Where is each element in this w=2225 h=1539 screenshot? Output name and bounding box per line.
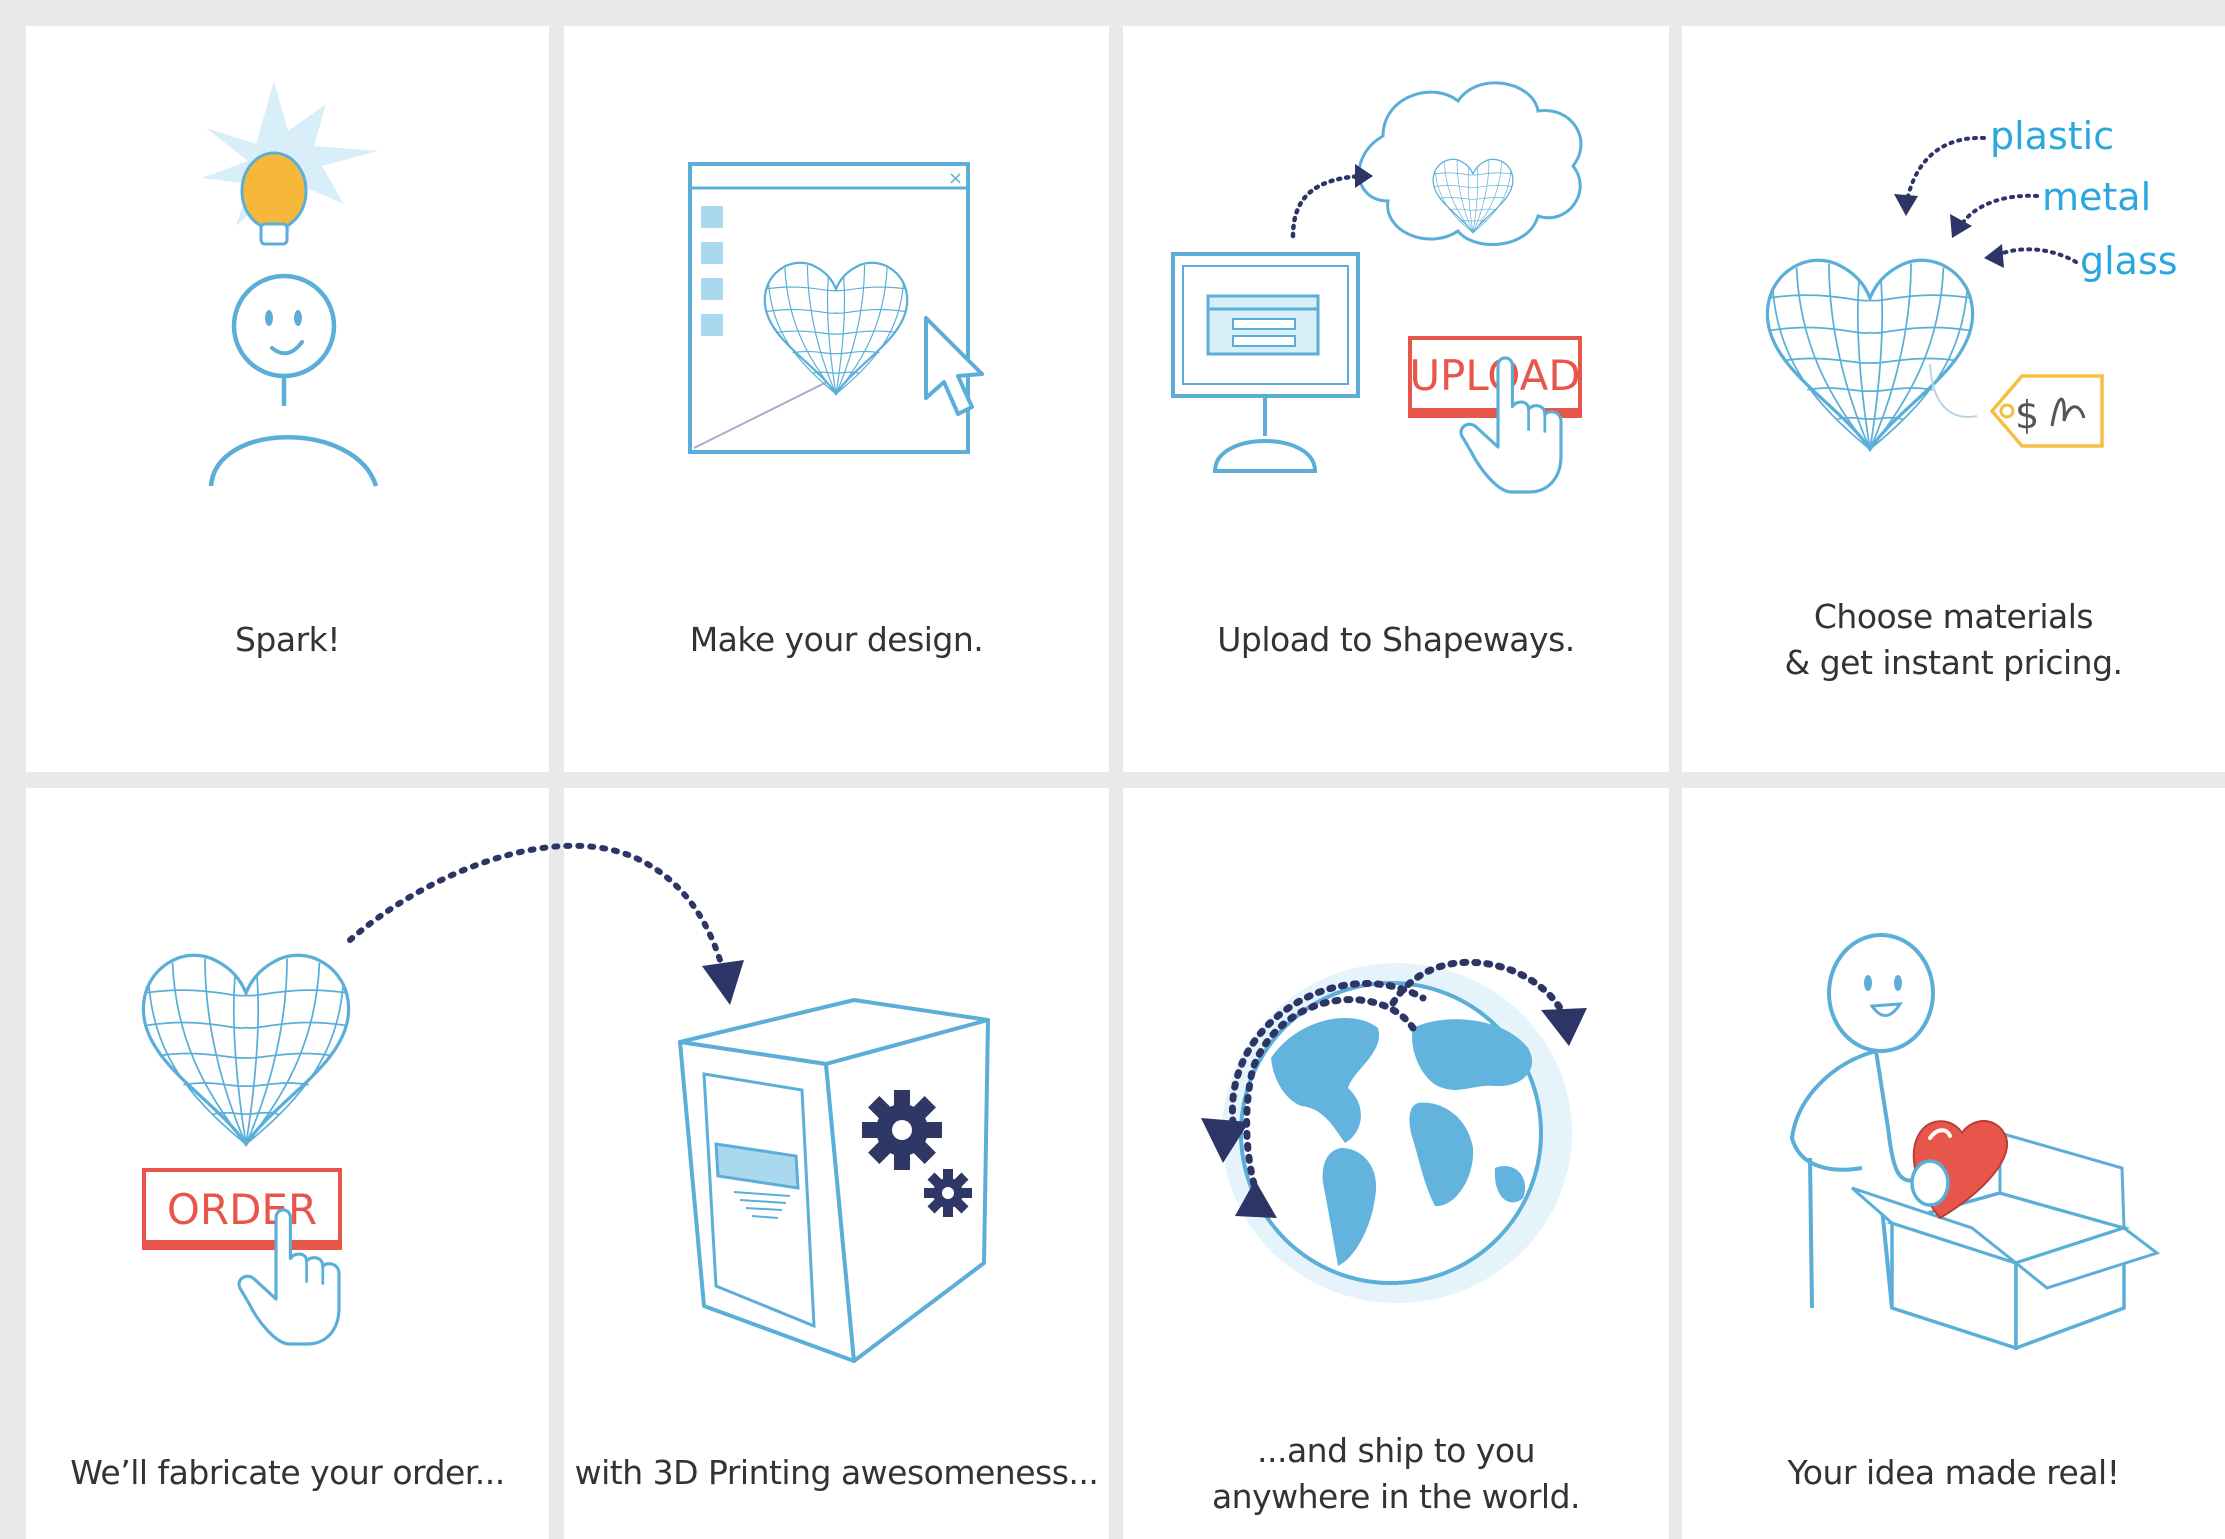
material-glass: glass — [2080, 239, 2178, 283]
material-plastic: plastic — [1990, 114, 2114, 158]
step-caption: Your idea made real! — [1787, 1453, 2120, 1492]
step-panel-ship: ...and ship to you anywhere in the world… — [1123, 788, 1669, 1539]
svg-text:×: × — [948, 168, 963, 189]
step-panel-spark: Spark! — [26, 26, 549, 772]
step-panel-real: Your idea made real! — [1682, 788, 2225, 1539]
step-panel-materials: plastic metal glass $ Choose materials &… — [1682, 26, 2225, 772]
step-panel-design: × Make your design. — [564, 26, 1109, 772]
upload-computer-icon: UPLOAD — [1171, 81, 1583, 494]
order-heart-icon: ORDER — [141, 953, 351, 1346]
order-button-label: ORDER — [167, 1185, 317, 1234]
step-caption: ...and ship to you anywhere in the world… — [1211, 1431, 1581, 1516]
step-panel-upload: UPLOAD Upload to Shapeways. — [1123, 26, 1669, 772]
design-window-icon: × — [688, 162, 984, 454]
materials-heart-icon: plastic metal glass $ — [1765, 114, 2178, 451]
upload-button-label: UPLOAD — [1409, 351, 1580, 400]
lightbulb-person-icon — [202, 81, 379, 487]
step-panel-printer: with 3D Printing awesomeness... — [564, 788, 1109, 1539]
material-metal: metal — [2042, 175, 2151, 219]
step-caption: We’ll fabricate your order... — [70, 1453, 505, 1492]
step-panel-order: ORDER We’ll fabricate your order... — [26, 788, 549, 1539]
step-caption: Upload to Shapeways. — [1217, 620, 1575, 659]
step-caption: Make your design. — [689, 620, 984, 659]
step-caption: with 3D Printing awesomeness... — [574, 1453, 1099, 1492]
3d-printer-icon — [678, 998, 990, 1363]
globe-icon — [1201, 958, 1587, 1303]
person-box-heart-icon — [1789, 933, 2161, 1351]
step-caption: Spark! — [234, 620, 341, 659]
price-tag-label: $ — [2015, 393, 2039, 437]
step-caption: Choose materials & get instant pricing. — [1784, 597, 2123, 682]
